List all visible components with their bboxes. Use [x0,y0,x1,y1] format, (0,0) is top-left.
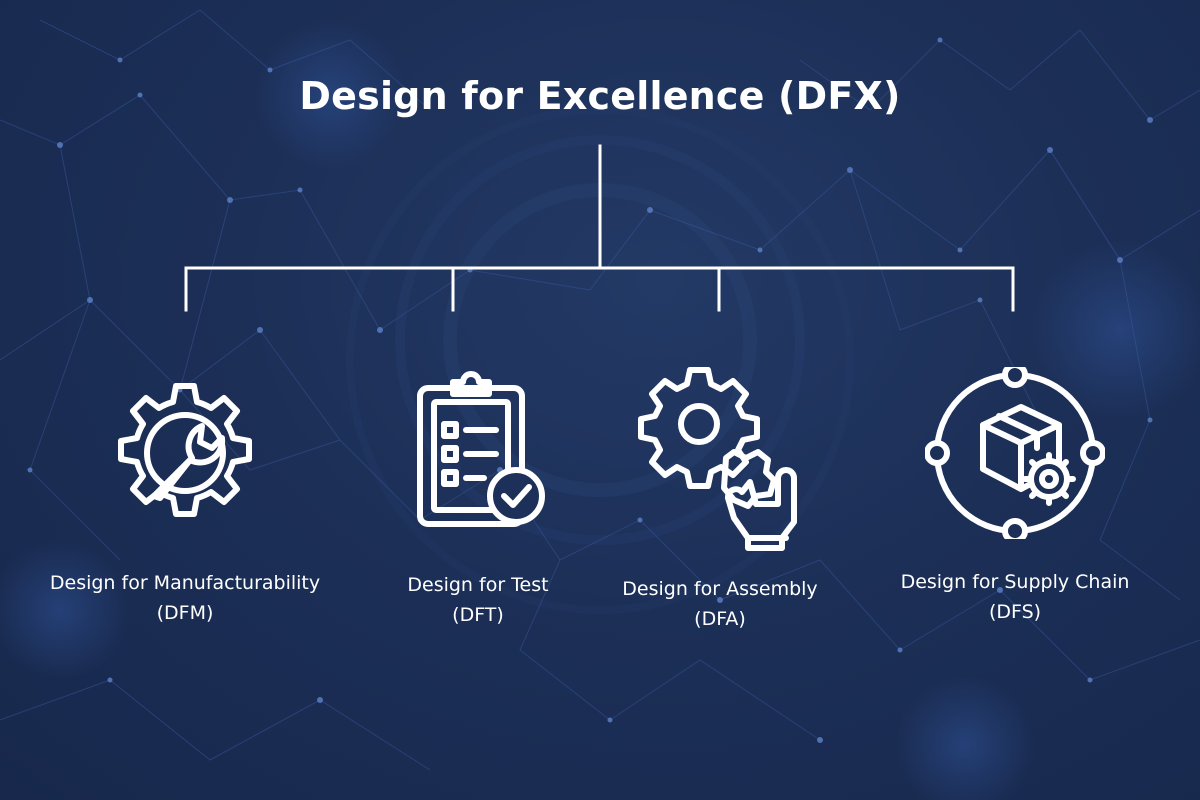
node-dft-title: Design for Test [407,574,549,596]
node-dft-abbr: (DFT) [452,604,504,626]
puzzle-gears-hand-icon [638,367,797,551]
clipboard-check-icon [417,371,545,527]
node-dft: Design for Test (DFT) [318,368,638,630]
node-dfs-abbr: (DFS) [988,601,1042,623]
node-dfs-title: Design for Supply Chain [900,571,1130,593]
node-dfs: Design for Supply Chain (DFS) [855,367,1175,627]
box-cycle-gear-icon [925,367,1105,539]
node-dfa: Design for Assembly (DFA) [560,362,880,634]
diagram-title: Design for Excellence (DFX) [299,74,901,118]
node-dfm-title: Design for Manufacturability [49,572,321,594]
node-dfm-abbr: (DFM) [156,602,214,624]
node-dfa-abbr: (DFA) [694,608,746,630]
node-dfm: Design for Manufacturability (DFM) [25,378,345,628]
gear-wrench-icon [118,383,252,517]
node-dfa-title: Design for Assembly [622,578,818,600]
